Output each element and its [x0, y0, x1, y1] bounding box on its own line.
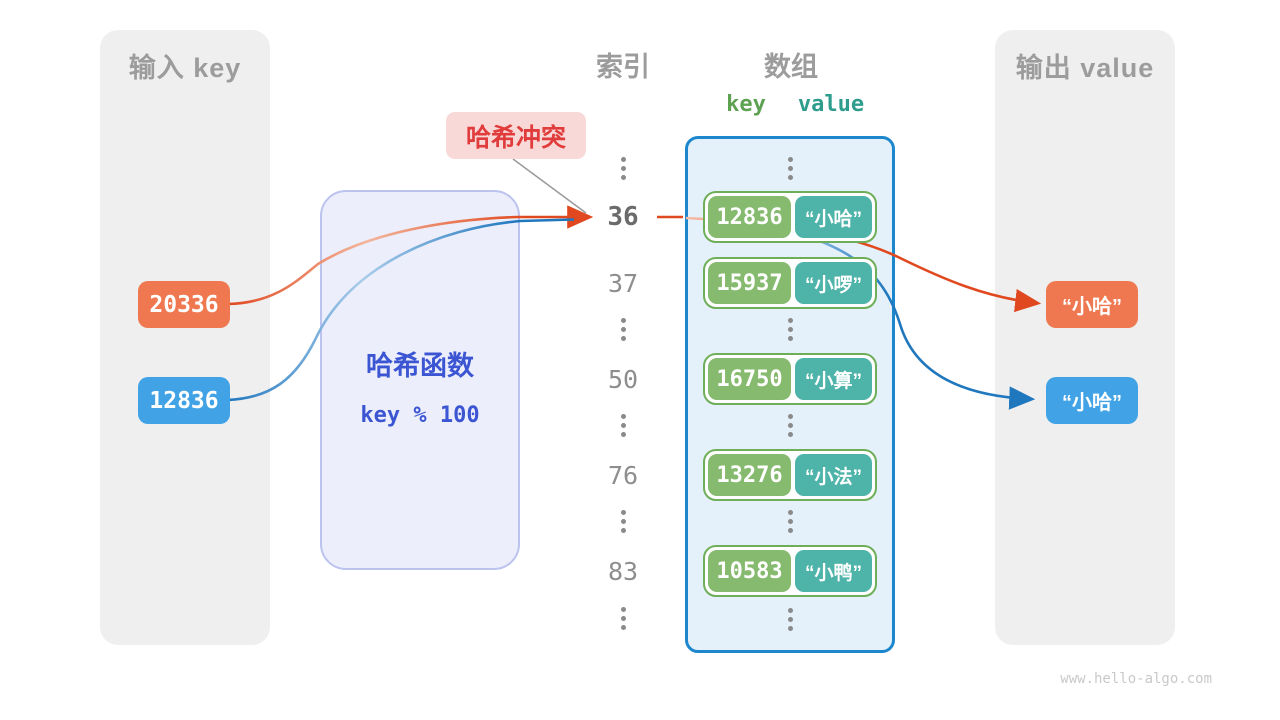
hash-function-formula: key % 100 — [360, 403, 480, 428]
ellipsis-icon — [616, 157, 630, 180]
row-value: “小算” — [795, 358, 872, 400]
array-row: 16750 “小算” — [703, 353, 877, 405]
index-37: 37 — [607, 269, 639, 298]
ellipsis-icon — [616, 318, 630, 341]
array-key-header: key — [726, 92, 766, 117]
input-key-chip-2: 12836 — [138, 377, 230, 424]
input-panel: 输入 key — [100, 30, 270, 645]
watermark: www.hello-algo.com — [1060, 671, 1212, 687]
input-key-chip-1: 20336 — [138, 281, 230, 328]
row-key: 15937 — [708, 262, 792, 304]
ellipsis-icon — [783, 157, 797, 180]
index-50: 50 — [607, 365, 639, 394]
output-value-chip-2: “小哈” — [1046, 377, 1138, 424]
ellipsis-icon — [783, 510, 797, 533]
array-row: 13276 “小法” — [703, 449, 877, 501]
row-value: “小啰” — [795, 262, 872, 304]
arrow-array-to-output-blue — [785, 228, 1036, 410]
index-76: 76 — [607, 461, 639, 490]
row-key: 16750 — [708, 358, 792, 400]
row-key: 10583 — [708, 550, 792, 592]
output-panel: 输出 value — [995, 30, 1175, 645]
hash-function-title: 哈希函数 — [366, 351, 474, 381]
ellipsis-icon — [783, 414, 797, 437]
ellipsis-icon — [616, 607, 630, 630]
index-36: 36 — [607, 202, 639, 232]
index-83: 83 — [607, 557, 639, 586]
collision-badge: 哈希冲突 — [446, 112, 586, 159]
row-value: “小鸭” — [795, 550, 872, 592]
ellipsis-icon — [783, 608, 797, 631]
ellipsis-icon — [616, 414, 630, 437]
ellipsis-icon — [783, 318, 797, 341]
array-header: 数组 — [764, 52, 818, 82]
array-row: 12836 “小哈” — [703, 191, 877, 243]
input-panel-title: 输入 key — [128, 53, 242, 83]
array-value-header: value — [797, 92, 865, 117]
array-row: 15937 “小啰” — [703, 257, 877, 309]
ellipsis-icon — [616, 510, 630, 533]
arrow-input-orange-to-index — [227, 205, 594, 306]
array-row: 10583 “小鸭” — [703, 545, 877, 597]
row-value: “小法” — [795, 454, 872, 496]
output-panel-title: 输出 value — [1015, 53, 1155, 83]
row-key: 12836 — [708, 196, 792, 238]
row-key: 13276 — [708, 454, 792, 496]
callout-line — [512, 158, 587, 214]
hash-function-box: 哈希函数 key % 100 — [320, 190, 520, 570]
output-value-chip-1: “小哈” — [1046, 281, 1138, 328]
arrow-input-blue-to-index — [227, 218, 575, 402]
row-value: “小哈” — [795, 196, 872, 238]
index-header: 索引 — [596, 52, 650, 82]
